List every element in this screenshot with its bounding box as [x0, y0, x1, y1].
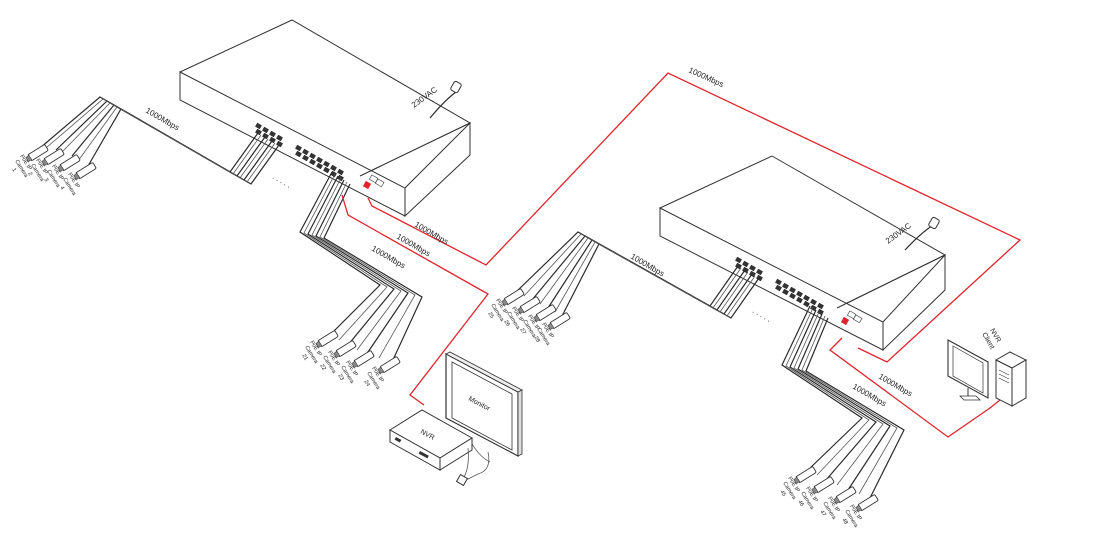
switch-port	[302, 148, 309, 156]
camera-number: 24	[362, 379, 370, 387]
ethernet-cables	[39, 96, 905, 499]
switch-1-power-cord	[429, 91, 457, 119]
cable-sw2-cam46	[789, 309, 877, 481]
camera-number: 23	[336, 373, 344, 381]
camera-number: 21	[300, 353, 308, 361]
poe-switch-2: 230VAC . . . . .	[658, 155, 947, 352]
sfp-port	[852, 314, 863, 324]
link-label-sw2-cams-bottom: 1000Mbps	[851, 382, 888, 408]
switch-port	[775, 278, 782, 286]
switch-port	[803, 294, 810, 302]
sfp-port	[374, 178, 385, 188]
switch-1-uplink-port	[362, 180, 372, 190]
nvr: NVR	[389, 409, 490, 487]
switch-port	[796, 296, 803, 304]
switch-port	[323, 166, 330, 174]
switch-port	[789, 286, 796, 294]
switch-port	[782, 288, 789, 296]
switch-port	[323, 160, 330, 168]
switch-port	[796, 290, 803, 298]
switch-2-ports	[735, 256, 863, 324]
uplink-cables	[341, 72, 1022, 438]
switch-port	[295, 144, 302, 152]
camera-number: 46	[796, 499, 804, 507]
switch-2-ellipsis: . . . . .	[751, 306, 773, 324]
switch-port	[749, 264, 756, 272]
switch-port	[262, 126, 269, 134]
cable-sw2-cam47	[797, 313, 891, 491]
switch-2-power-plug	[928, 216, 940, 230]
switch-port	[810, 298, 817, 306]
camera-number: 45	[778, 489, 786, 497]
cable-sw1-cam23	[315, 179, 409, 356]
cable-sw2-cam48	[805, 317, 905, 499]
link-label-sw1-cams-bottom: 1000Mbps	[370, 244, 407, 270]
monitor: Monitor	[445, 351, 523, 463]
camera-number: 27	[518, 327, 526, 335]
switch-port	[309, 152, 316, 160]
switch-2-side	[882, 253, 946, 352]
switch-port	[775, 284, 782, 292]
switch-port	[782, 282, 789, 290]
camera-number: 26	[502, 319, 510, 327]
nvr-and-monitor: Monitor NVR	[389, 351, 523, 487]
nvr-client: NVR Client	[947, 328, 1028, 407]
switch-port	[337, 174, 344, 182]
cable-sw2-cam45	[781, 305, 863, 471]
switch-port	[742, 260, 749, 268]
switch-port	[316, 162, 323, 170]
switch-port	[817, 308, 824, 316]
switch-port	[309, 158, 316, 166]
link-label-sw2-nvr-client: 1000Mbps	[877, 372, 914, 398]
switch-port	[276, 134, 283, 142]
link-label-sw1-cams-left: 1000Mbps	[144, 106, 181, 132]
switch-port	[789, 292, 796, 300]
switch-port	[803, 300, 810, 308]
cable-sw1-nvr	[341, 194, 489, 406]
cable-sw1-sw2-uplink	[367, 72, 1022, 363]
camera-number: 47	[818, 509, 826, 517]
camera-number: 25	[486, 311, 494, 319]
switch-port	[817, 302, 824, 310]
switch-port	[316, 156, 323, 164]
cable-sw2-nvr-client	[829, 337, 1001, 438]
poe-switch-1: 230VAC . . . . .	[178, 19, 472, 218]
switch-port	[269, 130, 276, 138]
camera-number: 2	[26, 171, 33, 177]
camera-number: 22	[318, 363, 326, 371]
camera-number: 48	[840, 517, 848, 525]
camera-number: 28	[532, 335, 540, 343]
link-label-sw2-cams-left: 1000Mbps	[629, 252, 666, 278]
camera-number: 4	[58, 185, 65, 191]
switch-port	[756, 268, 763, 276]
cable-sw1-cam22	[307, 175, 395, 346]
switch-2-uplink-port	[840, 316, 850, 326]
switch-port	[295, 150, 302, 158]
switch-1-side	[404, 121, 471, 218]
switch-port	[735, 256, 742, 264]
switch-port	[302, 154, 309, 162]
switch-1-ellipsis: . . . . .	[271, 172, 293, 190]
switch-port	[255, 122, 262, 130]
cable-sw1-cam24	[323, 183, 423, 363]
cable-sw1-cam21	[299, 171, 381, 336]
switch-port	[337, 168, 344, 176]
camera-number: 1	[10, 167, 17, 173]
switch-port	[330, 164, 337, 172]
camera-number: 3	[42, 177, 49, 183]
switch-1-power-plug	[450, 80, 462, 94]
